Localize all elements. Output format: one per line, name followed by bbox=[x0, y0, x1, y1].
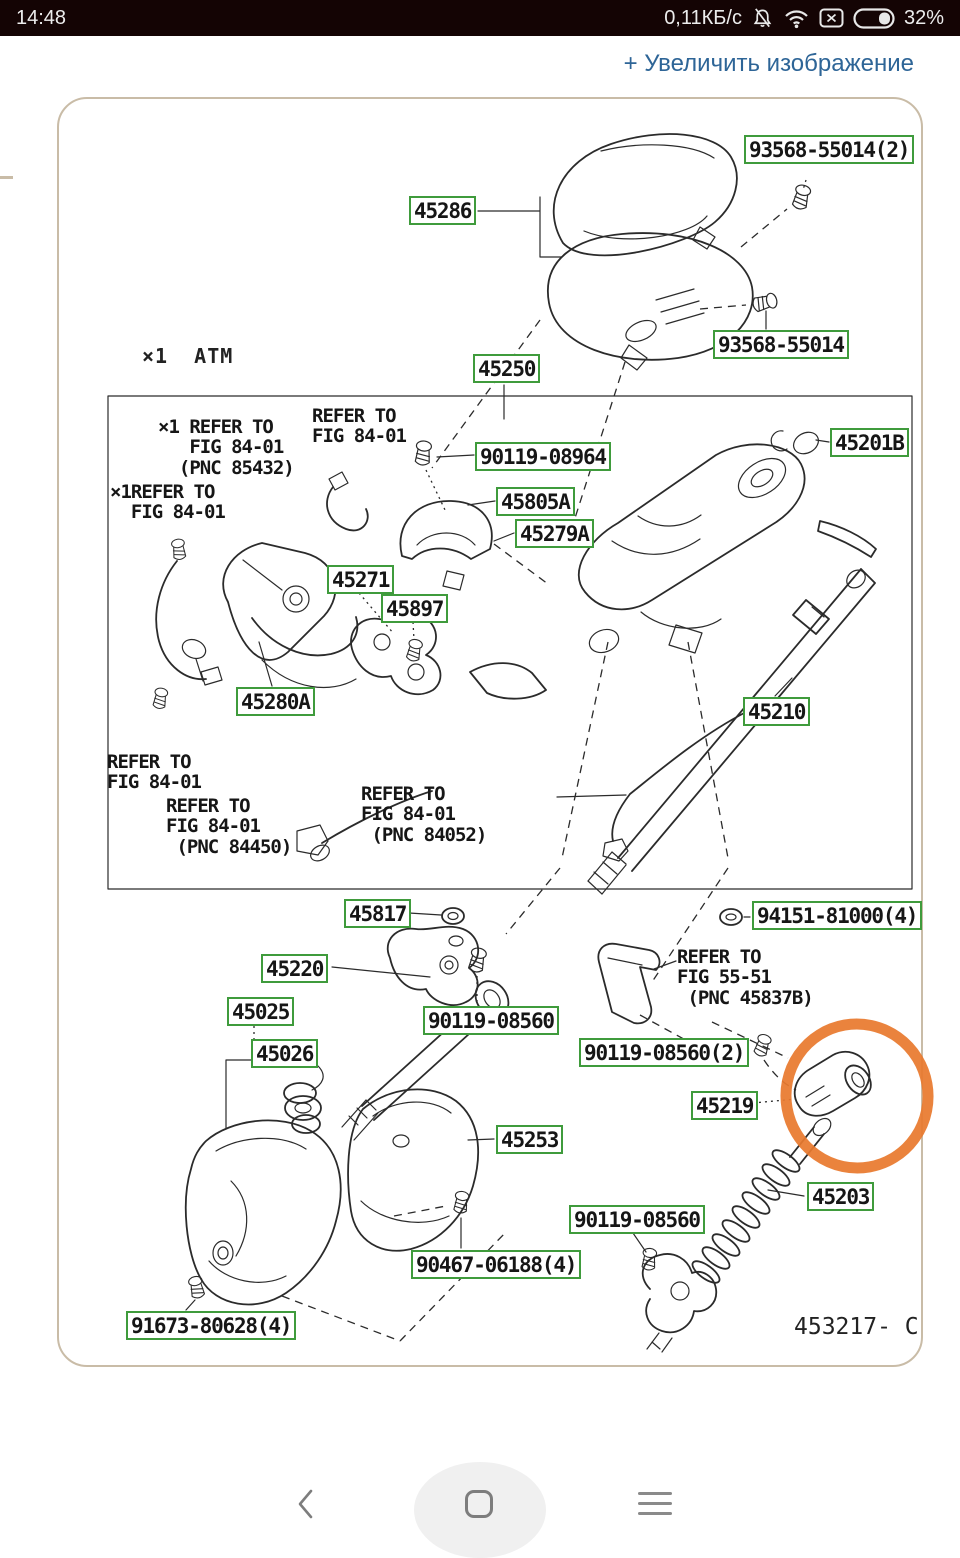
enlarge-image-link[interactable]: + Увеличить изображение bbox=[623, 50, 914, 77]
menu-button[interactable] bbox=[638, 1492, 672, 1522]
parts-diagram-image[interactable] bbox=[57, 97, 923, 1367]
navigation-bar bbox=[0, 1462, 960, 1558]
page-edge-mark bbox=[0, 176, 13, 179]
network-speed: 0,11КБ/с bbox=[664, 6, 742, 29]
clock: 14:48 bbox=[16, 6, 67, 29]
no-sim-icon bbox=[819, 8, 844, 28]
transmission-note: ×1 ATM bbox=[142, 344, 234, 368]
status-bar: 14:48 0,11КБ/с bbox=[0, 0, 960, 36]
back-button[interactable] bbox=[295, 1487, 317, 1521]
battery-percent: 32% bbox=[903, 6, 944, 29]
wifi-icon bbox=[783, 8, 810, 29]
drawing-code: 453217- C bbox=[794, 1314, 919, 1340]
home-button[interactable] bbox=[465, 1490, 493, 1518]
battery-icon bbox=[853, 7, 895, 29]
mute-icon bbox=[751, 7, 774, 29]
